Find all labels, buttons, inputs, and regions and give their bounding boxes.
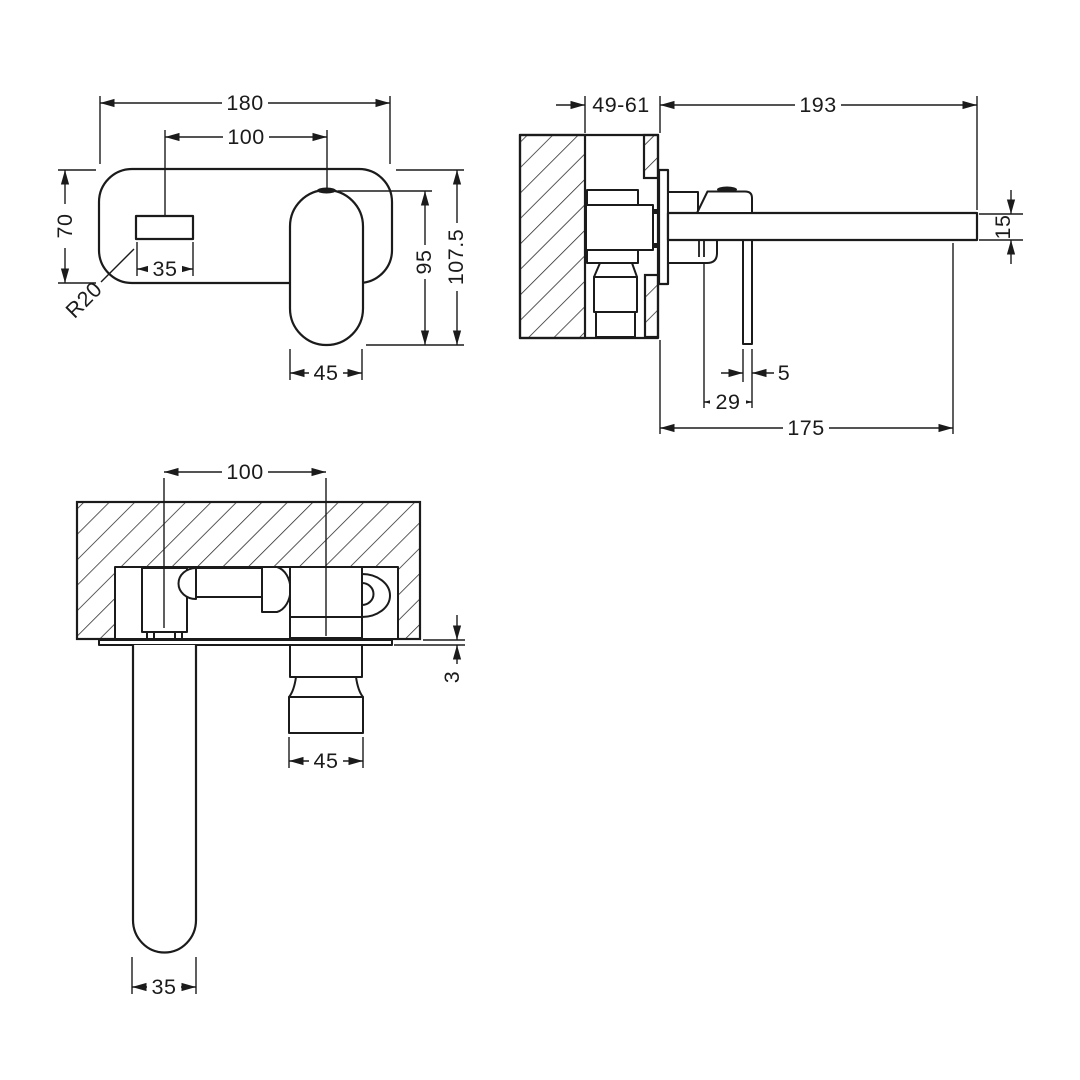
lever-tip-front — [317, 187, 336, 194]
dim-label-front-hole-centres: 100 — [227, 125, 264, 149]
handle-plan — [288, 644, 364, 734]
dim-label-plan-plate-thickness: 3 — [440, 671, 464, 683]
wall-plate-side — [657, 168, 670, 286]
lever-tip-side — [717, 186, 737, 193]
dim-plan-handle-width: 45 — [288, 737, 364, 773]
dim-label-plan-spout-width: 35 — [152, 975, 177, 999]
valve-body-section — [585, 189, 659, 338]
dim-side-spout-thickness: 15 — [979, 190, 1023, 264]
dim-front-hole-centres: 100 — [164, 125, 328, 215]
dim-side-recess-depth: 49-61 — [556, 93, 661, 133]
dim-side-spout-reach: 193 — [660, 93, 978, 210]
wall-hatch-top-right — [642, 133, 660, 180]
wall-plate-plan — [98, 639, 393, 646]
handle-front — [288, 188, 365, 347]
plan-view: 100 3 45 35 — [75, 460, 465, 999]
dim-label-side-spout-reach: 193 — [799, 93, 836, 117]
body-upper-side — [667, 191, 699, 214]
dim-side-outlet-projection: 175 — [659, 243, 954, 440]
dim-plan-hole-centres: 100 — [163, 460, 327, 636]
dim-label-plan-handle-width: 45 — [314, 749, 339, 773]
dim-side-lever-thickness: 5 — [721, 349, 790, 408]
dim-label-side-lever-offset: 29 — [716, 390, 741, 414]
dim-label-side-recess-depth: 49-61 — [592, 93, 650, 117]
spout-side — [666, 211, 979, 242]
dim-label-side-outlet-projection: 175 — [787, 416, 824, 440]
wall-hatch-left — [518, 133, 587, 340]
dim-label-front-overall-height: 107.5 — [444, 229, 468, 285]
front-view: 180 100 70 35 — [53, 91, 468, 385]
seal-mark-upper — [652, 209, 659, 214]
dim-front-overall-width: 180 — [99, 91, 391, 164]
dim-label-front-corner-radius: R20 — [61, 277, 107, 323]
wall-hatch-bottom-right — [643, 273, 660, 339]
dim-front-handle-height: 95 — [338, 190, 436, 345]
dim-label-front-handle-height: 95 — [412, 250, 436, 275]
dim-side-lever-offset: 29 — [703, 263, 752, 414]
dim-front-handle-width: 45 — [289, 349, 363, 385]
dim-label-plan-hole-centres: 100 — [226, 460, 263, 484]
dim-label-front-handle-width: 45 — [314, 361, 339, 385]
dim-front-spout-base-width: 35 — [136, 242, 194, 281]
spout-base-front — [134, 214, 195, 241]
dim-front-plate-height: 70 — [53, 169, 96, 284]
dim-label-side-lever-thickness: 5 — [778, 361, 790, 385]
dim-label-front-plate-height: 70 — [53, 214, 77, 239]
spout-plan — [131, 645, 198, 954]
pipe-plan — [195, 567, 263, 598]
seal-mark-lower — [652, 243, 659, 248]
dim-plan-spout-width: 35 — [131, 957, 197, 999]
dim-label-front-overall-width: 180 — [226, 91, 263, 115]
dim-label-front-spout-base-width: 35 — [153, 257, 178, 281]
pipe-cap-plan — [177, 567, 197, 600]
lever-cap-side — [696, 190, 753, 214]
dim-label-side-spout-thickness: 15 — [991, 215, 1015, 240]
cartridge-dome-inner — [361, 582, 375, 606]
dim-plan-plate-thickness: 3 — [394, 615, 465, 683]
dim-front-overall-height: 107.5 — [366, 169, 468, 346]
side-view: 49-61 193 15 5 — [518, 93, 1023, 440]
dim-front-corner-radius: R20 — [61, 248, 135, 323]
cylinder-plan — [261, 566, 292, 613]
